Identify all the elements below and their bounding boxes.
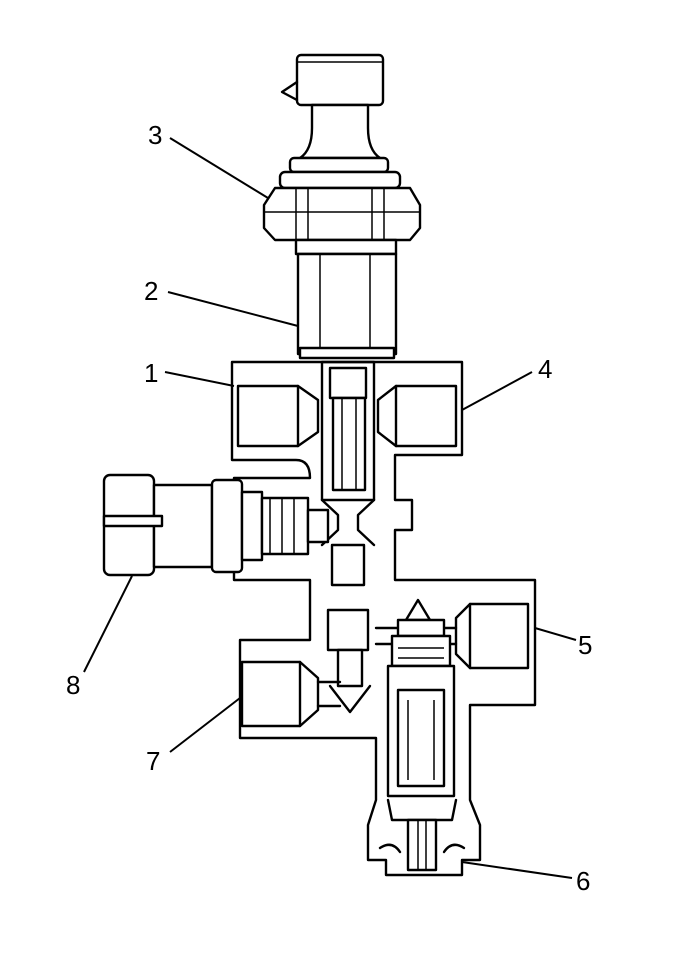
leader-1 [164, 371, 235, 387]
callout-1: 1 [144, 358, 158, 388]
port-1 [236, 384, 320, 448]
threaded-body [296, 252, 398, 360]
callout-2: 2 [144, 276, 158, 306]
hex-nut [262, 186, 422, 256]
side-sensor [102, 473, 330, 577]
leader-3 [169, 137, 269, 199]
leader-6 [461, 861, 573, 879]
leader-2 [167, 291, 299, 327]
check-valve-assembly [378, 598, 466, 872]
leader-8 [83, 575, 133, 673]
leader-7 [169, 697, 241, 753]
leader-lines [83, 137, 577, 879]
callout-4: 4 [538, 354, 552, 384]
valve-housing [230, 360, 537, 877]
leader-5 [534, 627, 577, 641]
callout-7: 7 [146, 746, 160, 776]
leader-4 [461, 371, 533, 411]
callout-5: 5 [578, 630, 592, 660]
callout-3: 3 [148, 120, 162, 150]
port-7 [240, 660, 342, 728]
central-bore [320, 360, 376, 714]
callout-8: 8 [66, 670, 80, 700]
pressure-switch-connector [278, 53, 402, 190]
callout-6: 6 [576, 866, 590, 896]
port-4 [376, 384, 458, 448]
